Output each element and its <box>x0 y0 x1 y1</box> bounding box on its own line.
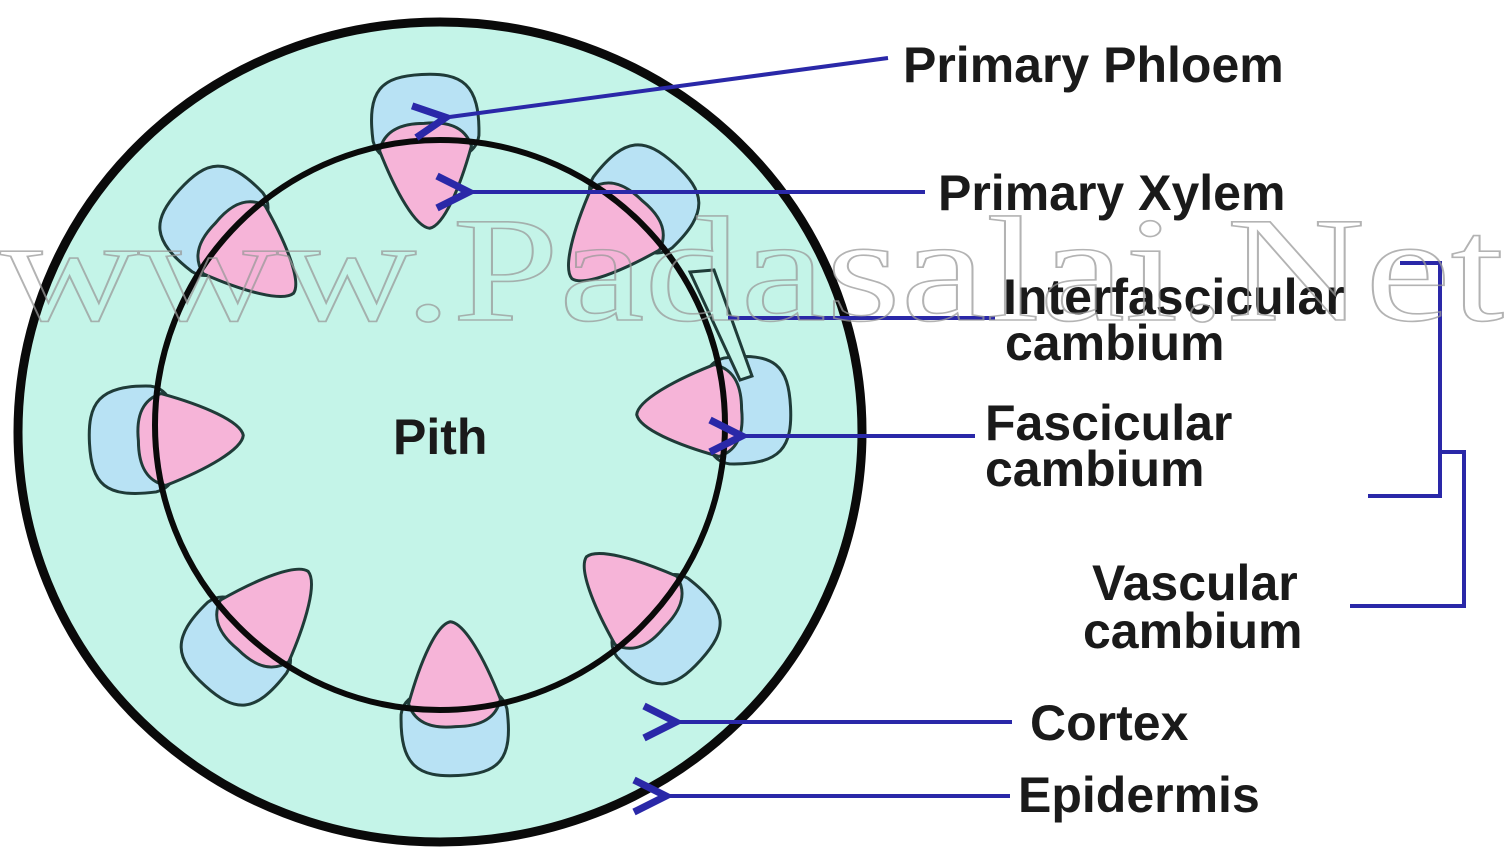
label-fascicular-line2: cambium <box>985 441 1205 497</box>
watermark: www.Padasalai.Net <box>0 187 1504 353</box>
label-vascular-line2: cambium <box>1083 603 1303 659</box>
label-epidermis: Epidermis <box>1018 767 1260 823</box>
pith-label: Pith <box>393 409 487 465</box>
label-cortex: Cortex <box>1030 695 1189 751</box>
bracket-vascular-cambium <box>1350 452 1464 606</box>
label-primary-phloem: Primary Phloem <box>903 37 1284 93</box>
